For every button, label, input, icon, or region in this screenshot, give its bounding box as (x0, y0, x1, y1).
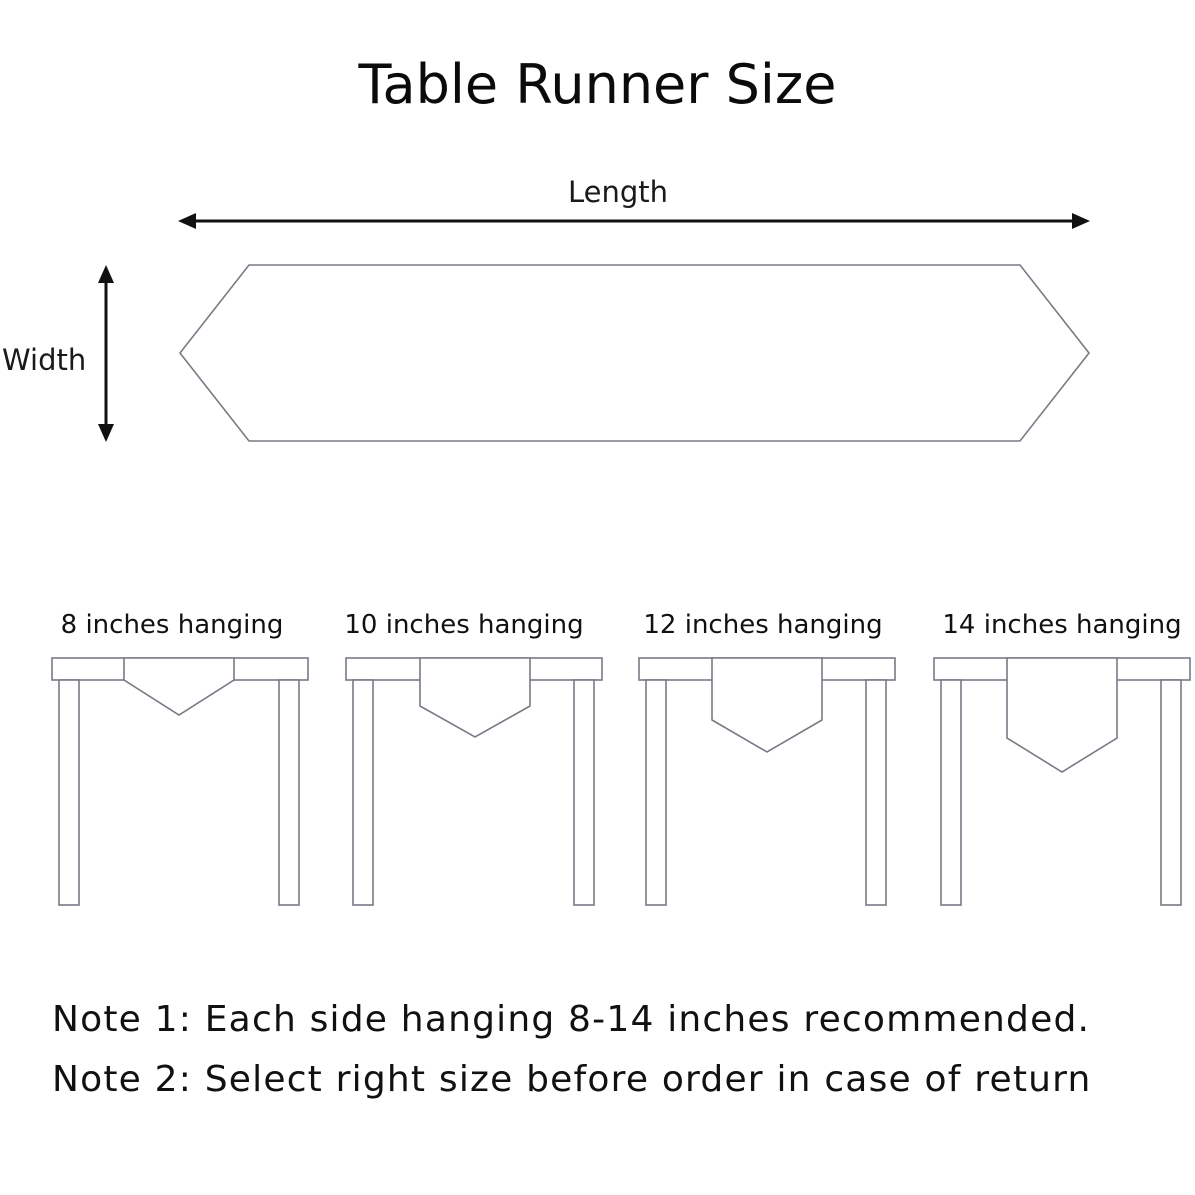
table-runner-shape (178, 264, 1091, 442)
table-8-inches (51, 657, 309, 906)
length-label: Length (567, 175, 669, 209)
table-10-inches (345, 657, 603, 906)
note-1: Note 1: Each side hanging 8-14 inches re… (52, 999, 1091, 1040)
runner-drop-10 (419, 657, 531, 738)
table-12-inches (638, 657, 896, 906)
width-label: Width (2, 343, 87, 377)
hanging-label-10: 10 inches hanging (344, 610, 584, 640)
hanging-label-12: 12 inches hanging (643, 610, 883, 640)
width-arrow (98, 265, 114, 442)
runner-drop-8 (123, 657, 235, 716)
hanging-label-14: 14 inches hanging (942, 610, 1182, 640)
length-arrow (178, 213, 1090, 229)
table-14-inches (933, 657, 1191, 906)
hanging-label-8: 8 inches hanging (60, 610, 284, 640)
note-2: Note 2: Select right size before order i… (52, 1059, 1092, 1100)
page-title: Table Runner Size (358, 53, 837, 116)
runner-drop-14 (1006, 657, 1118, 773)
runner-drop-12 (711, 657, 823, 753)
